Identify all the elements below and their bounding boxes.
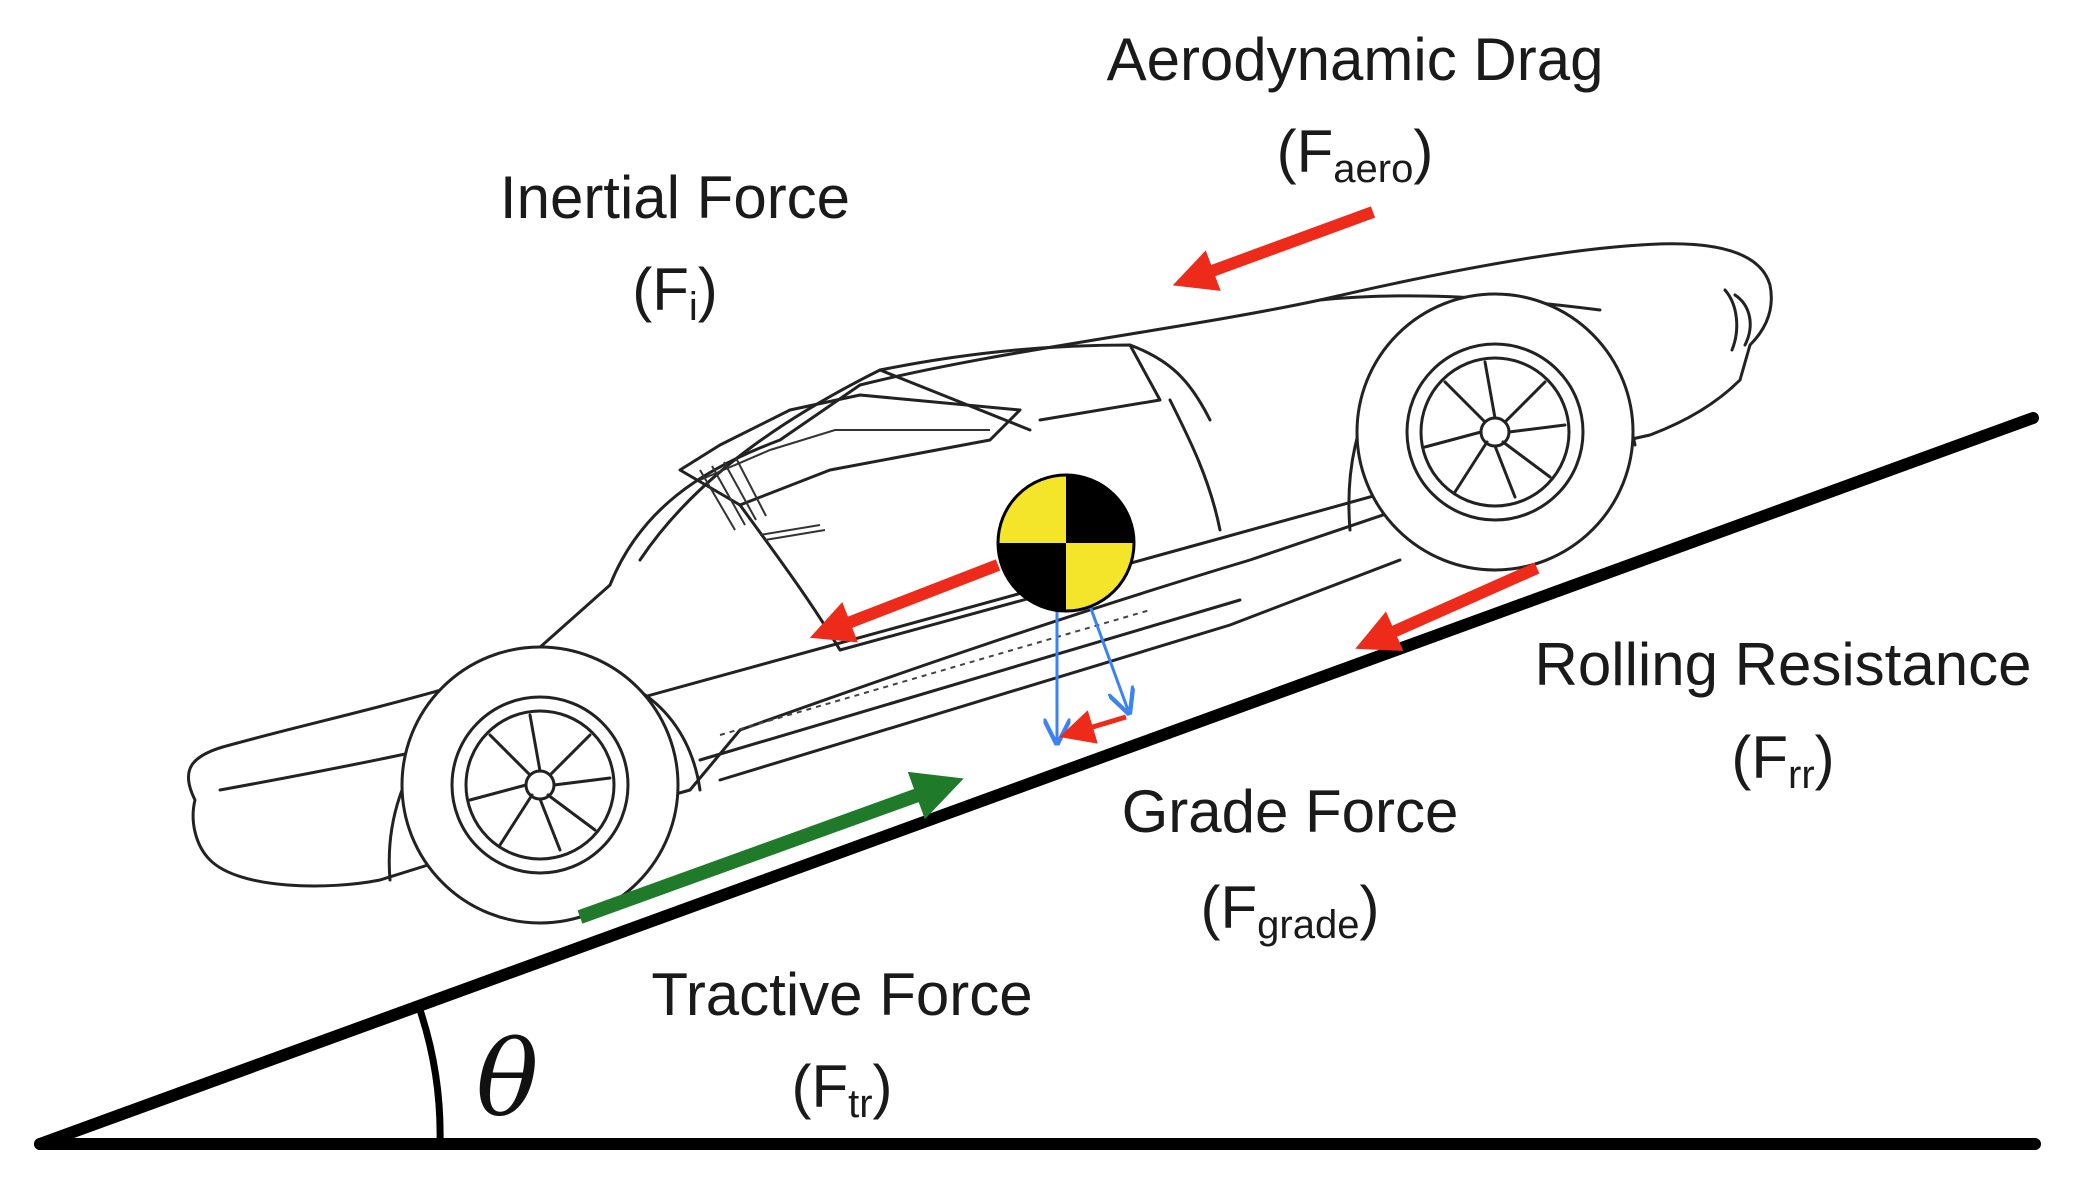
front-wheel xyxy=(1355,292,1635,572)
rear-wheel xyxy=(400,645,680,925)
angle-symbol: θ xyxy=(476,1018,539,1140)
svg-text:Aerodynamic Drag: Aerodynamic Drag xyxy=(1107,26,1604,93)
svg-text:(Fgrade): (Fgrade) xyxy=(1201,874,1380,947)
rolling-resistance-arrow xyxy=(1355,562,1540,651)
svg-text:Rolling Resistance: Rolling Resistance xyxy=(1535,631,2032,698)
inertial-force-label: Inertial Force (Fi) xyxy=(500,164,850,329)
svg-text:Inertial Force: Inertial Force xyxy=(500,164,850,231)
svg-text:Tractive Force: Tractive Force xyxy=(651,961,1032,1028)
grade-component-normal xyxy=(1088,605,1128,710)
svg-text:(Fi): (Fi) xyxy=(632,256,718,329)
svg-text:(Faero): (Faero) xyxy=(1277,118,1434,191)
svg-text:(Ftr): (Ftr) xyxy=(791,1053,892,1126)
svg-text:(Frr): (Frr) xyxy=(1731,724,1834,797)
rolling-resistance-label: Rolling Resistance (Frr) xyxy=(1535,631,2032,797)
tractive-force-arrow xyxy=(577,771,964,924)
aero-drag-arrow xyxy=(1172,206,1376,291)
car-drawing xyxy=(186,242,1773,925)
angle-arc xyxy=(416,1008,444,1145)
inertial-force-arrow xyxy=(809,559,1001,643)
incline-line xyxy=(34,412,2039,1150)
svg-text:Grade Force: Grade Force xyxy=(1122,778,1459,845)
grade-force-label: Grade Force (Fgrade) xyxy=(1122,778,1459,947)
aero-drag-label: Aerodynamic Drag (Faero) xyxy=(1107,26,1604,191)
tractive-force-label: Tractive Force (Ftr) xyxy=(651,961,1032,1126)
center-of-gravity-marker xyxy=(996,473,1136,613)
grade-force-arrow xyxy=(1059,710,1127,744)
